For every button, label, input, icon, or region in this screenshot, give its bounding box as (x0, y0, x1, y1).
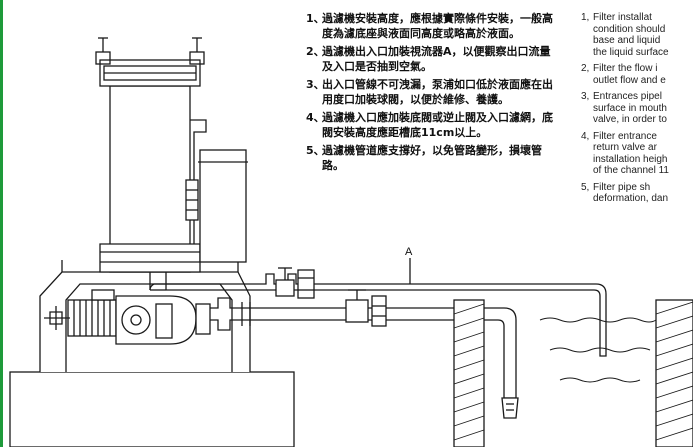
pump-suction-flange (195, 303, 211, 335)
motor-terminal-box (91, 289, 115, 301)
tank-wall-right (655, 299, 693, 447)
cn-note: 4、過濾機入口應加裝底閥或逆止閥及入口濾網，底閥安裝高度應距槽底11cm以上。 (306, 111, 553, 139)
flow-indicator-a (297, 269, 315, 299)
chinese-notes: 1、過濾機安裝高度，應根據實際條件安裝，一般高度為濾底座與液面同高度或略高於液面… (306, 12, 556, 177)
flow-indicator-label: A (405, 246, 413, 258)
tank-bottom-flange (99, 243, 201, 273)
cn-note: 5、過濾機管道應支撐好，以免管路變形，損壞管路。 (306, 144, 542, 172)
vent-pipe (190, 119, 207, 244)
suction-flow-indicator (371, 295, 387, 327)
cn-note: 2、過濾機出入口加裝視流器A，以便觀察出口流量及入口是否抽到空氣。 (306, 45, 551, 73)
control-box (199, 149, 247, 263)
floor-base-block (9, 371, 295, 447)
suction-ball-valve (345, 299, 369, 323)
pump-impeller (121, 305, 151, 335)
tank-wall-left (453, 299, 485, 447)
liquid-surface (539, 317, 657, 383)
left-green-border (0, 0, 3, 447)
foot-valve-strainer (501, 397, 519, 419)
discharge-ball-valve (275, 279, 295, 297)
left-valve (44, 306, 70, 330)
cn-note: 3、出入口管線不可洩漏，泵浦如口低於液面應在出用度口加裝球閥，以便於維修、養護。 (306, 78, 553, 106)
cn-note: 1、過濾機安裝高度，應根據實際條件安裝，一般高度為濾底座與液面同高度或略高於液面… (306, 12, 553, 40)
discharge-pipe (149, 273, 607, 357)
